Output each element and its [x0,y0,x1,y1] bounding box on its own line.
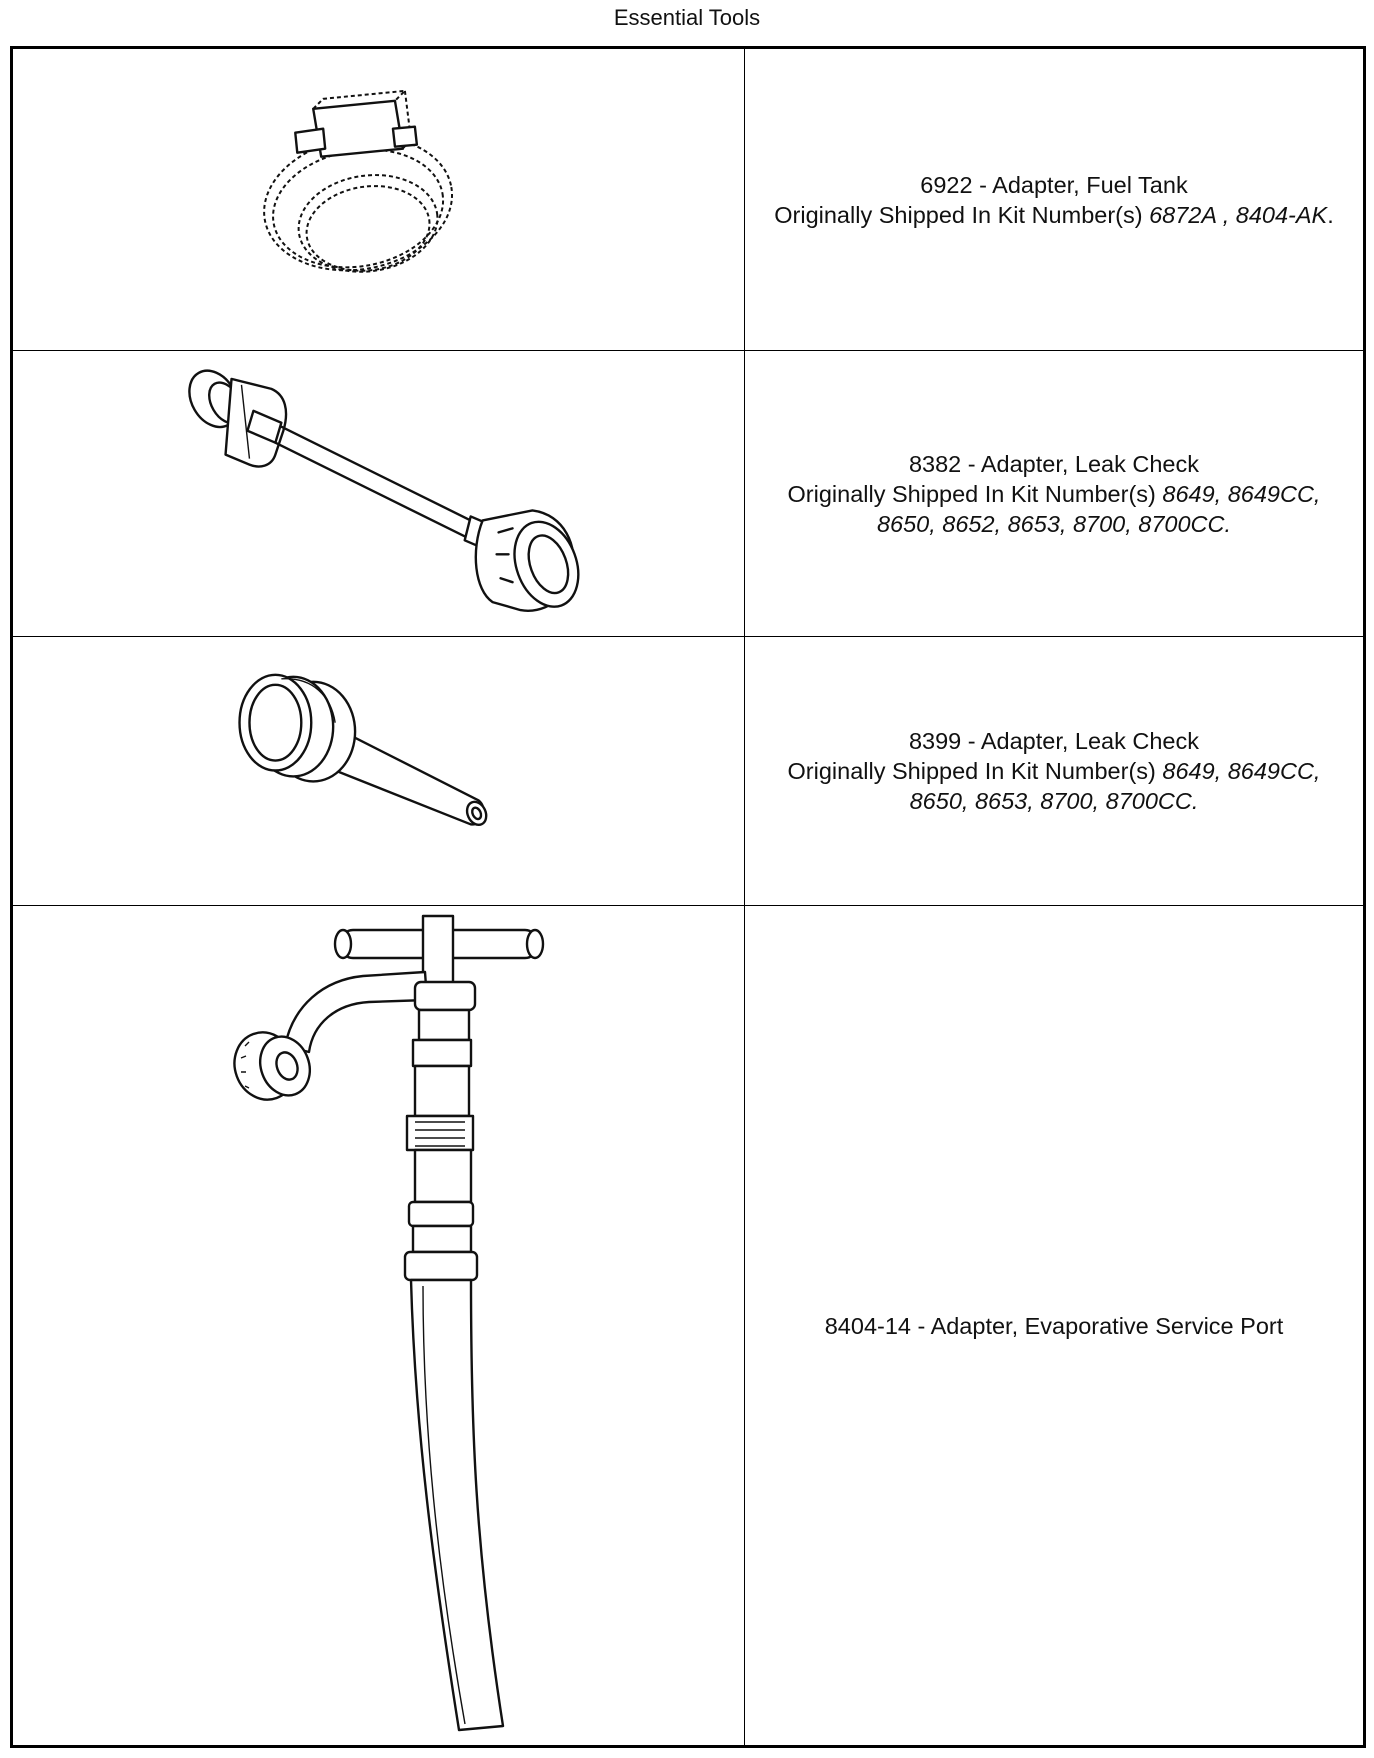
tool-kit-line: Originally Shipped In Kit Number(s) 8649… [788,479,1321,509]
leak-check-adapter-8399-icon [238,673,488,827]
evaporative-service-port-adapter-illustration [13,906,745,1745]
table-row: 6922 - Adapter, Fuel Tank Originally Shi… [13,49,1363,351]
kit-prefix: Originally Shipped In Kit Number(s) [787,758,1163,784]
essential-tools-table: 6922 - Adapter, Fuel Tank Originally Shi… [10,46,1366,1748]
kit-numbers-continued: 8650, 8652, 8653, 8700, 8700CC. [876,510,1232,537]
kit-prefix: Originally Shipped In Kit Number(s) [787,480,1163,507]
tool-id-name: 8382 - Adapter, Leak Check [908,450,1200,477]
tool-description: 6922 - Adapter, Fuel Tank Originally Shi… [745,49,1363,350]
kit-numbers: 8649, 8649CC, [1162,480,1321,507]
tool-id-name: 8404-14 - Adapter, Evaporative Service P… [824,1312,1284,1339]
leak-check-adapter-8399-illustration [13,637,745,905]
fuel-tank-adapter-illustration [13,49,745,350]
page-title: Essential Tools [613,5,761,30]
table-row: 8404-14 - Adapter, Evaporative Service P… [13,906,1363,1745]
tool-id-name: 6922 - Adapter, Fuel Tank [920,171,1188,198]
kit-prefix: Originally Shipped In Kit Number(s) [774,201,1150,228]
evaporative-service-port-adapter-icon [233,914,545,1732]
tool-description: 8382 - Adapter, Leak Check Originally Sh… [745,351,1363,636]
leak-check-adapter-8382-icon [188,369,580,612]
tool-kit-line: Originally Shipped In Kit Number(s) 6872… [774,200,1334,230]
kit-suffix: . [1327,201,1334,228]
tool-description: 8399 - Adapter, Leak Check Originally Sh… [745,637,1363,905]
kit-numbers-continued: 8650, 8653, 8700, 8700CC. [909,788,1199,814]
tool-description: 8404-14 - Adapter, Evaporative Service P… [745,906,1363,1745]
tool-kit-line: Originally Shipped In Kit Number(s) 8649… [788,756,1321,786]
leak-check-adapter-8382-illustration [13,351,745,636]
kit-numbers: 6872A , 8404-AK [1149,201,1328,228]
table-row: 8399 - Adapter, Leak Check Originally Sh… [13,637,1363,906]
fuel-tank-adapter-icon [263,89,454,273]
tool-id-name: 8399 - Adapter, Leak Check [908,728,1200,754]
kit-numbers: 8649, 8649CC, [1162,758,1321,784]
table-row: 8382 - Adapter, Leak Check Originally Sh… [13,351,1363,637]
